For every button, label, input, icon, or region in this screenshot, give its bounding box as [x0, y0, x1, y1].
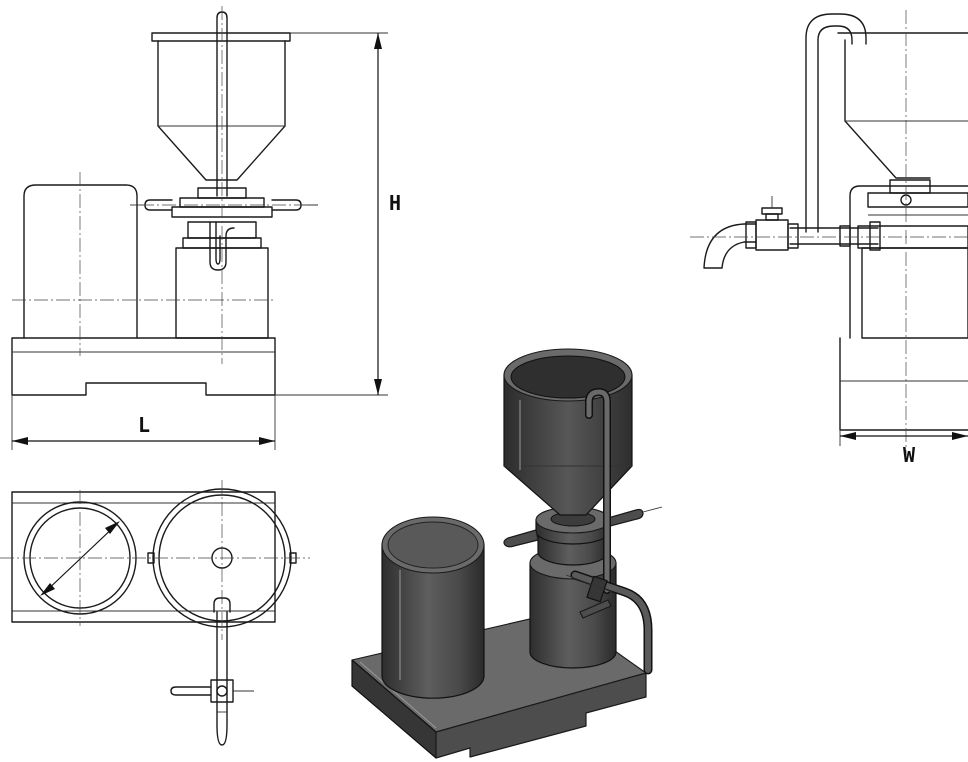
dimension-label-w: W — [903, 443, 916, 467]
dimension-label-l: L — [138, 413, 150, 437]
front-hopper-rim — [151, 32, 291, 42]
side-outlet-spout — [703, 223, 757, 269]
iso-motor-cylinder — [381, 544, 485, 699]
plan-base — [11, 491, 276, 623]
dimension-label-h: H — [389, 191, 401, 215]
front-motor — [23, 184, 138, 339]
isometric-3d-view — [351, 348, 663, 759]
front-hopper — [157, 40, 286, 181]
front-elevation-view: H L — [11, 6, 401, 450]
side-elevation-view: W — [690, 10, 968, 467]
top-plan-view — [0, 480, 310, 746]
front-base — [11, 337, 276, 396]
